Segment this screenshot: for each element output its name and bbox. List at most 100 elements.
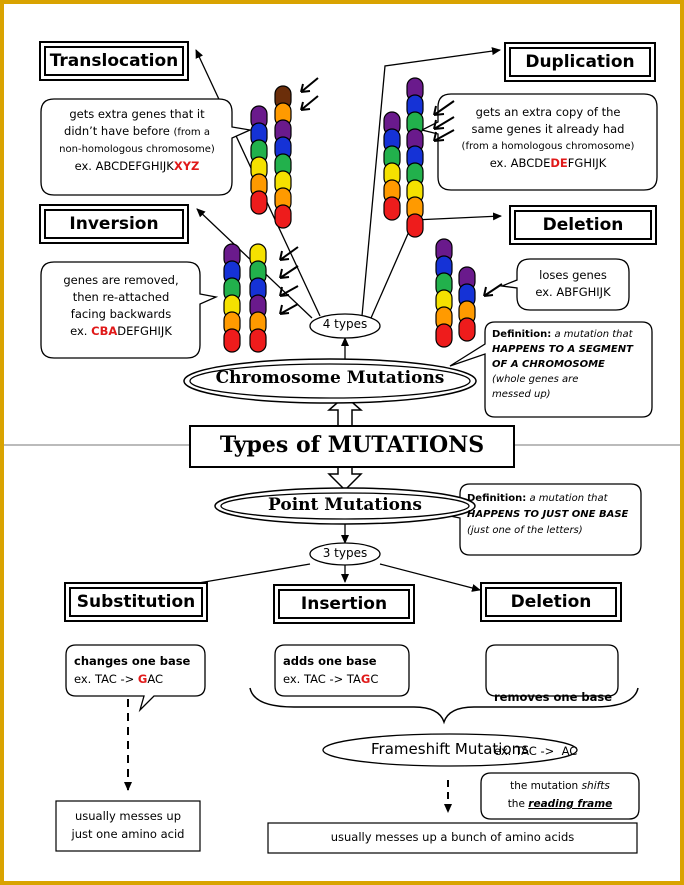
deletion-line1: loses genes bbox=[539, 268, 607, 282]
inversion-title: Inversion bbox=[44, 209, 184, 239]
translocation-arrow-2 bbox=[300, 95, 319, 111]
duplication-chromosome-a bbox=[383, 111, 401, 221]
insertion-bubble bbox=[274, 644, 410, 697]
translocation-bubble bbox=[40, 98, 253, 196]
frameshift-note-line1: the mutation shifts bbox=[510, 780, 610, 792]
translocation-chromosome-a bbox=[250, 105, 268, 215]
inversion-arrow-4 bbox=[279, 303, 299, 315]
connector-layer bbox=[4, 47, 680, 854]
chromosome-definition-line1: Definition: a mutation that bbox=[492, 329, 633, 340]
duplication-line1: gets an extra copy of the bbox=[475, 105, 621, 119]
translocation-chromosome-b-band bbox=[274, 204, 292, 229]
duplication-arrow-3 bbox=[433, 129, 455, 142]
deletion-point-line1: removes one base bbox=[494, 690, 613, 704]
duplication-title: Duplication bbox=[509, 47, 651, 77]
insertion-title-box: Insertion bbox=[273, 584, 415, 624]
deletion-point-text: removes one base ex. TAC -> AC bbox=[494, 652, 618, 778]
chromosome-definition-caps1: HAPPENS TO A SEGMENT bbox=[492, 344, 633, 355]
deletion-point-title-box: Deletion bbox=[480, 582, 622, 622]
translocation-title-box: Translocation bbox=[39, 41, 189, 81]
inversion-line3: facing backwards bbox=[70, 307, 172, 321]
duplication-chromosome-a-band bbox=[383, 196, 401, 221]
substitution-result-line1: usually messes up bbox=[74, 809, 182, 823]
deletion-point-title: Deletion bbox=[485, 587, 617, 617]
insertion-example: ex. TAC -> TAGC bbox=[283, 672, 379, 686]
arrow-to-duplication bbox=[361, 47, 501, 317]
inversion-example: ex. CBADEFGHIJK bbox=[70, 324, 172, 338]
translocation-chromosome-b bbox=[274, 85, 292, 229]
chromosome-definition-bubble bbox=[449, 321, 653, 418]
substitution-title: Substitution bbox=[69, 587, 203, 617]
four-types-ellipse bbox=[309, 313, 381, 339]
translocation-chromosome-a-band bbox=[250, 190, 268, 215]
frameshift-ellipse bbox=[322, 733, 578, 767]
substitution-title-box: Substitution bbox=[64, 582, 208, 622]
translocation-line1: gets extra genes that it bbox=[69, 107, 205, 121]
chromosome-mutations-title: Chromosome Mutations bbox=[215, 368, 445, 388]
inversion-arrow-3 bbox=[279, 285, 299, 297]
substitution-example: ex. TAC -> GAC bbox=[74, 672, 164, 686]
deletion-chromosome-a-band bbox=[435, 323, 453, 348]
point-definition-text: Definition: a mutation that HAPPENS TO J… bbox=[467, 491, 639, 539]
translocation-line3: non-homologous chromosome) bbox=[59, 144, 215, 155]
duplication-chromosome-b bbox=[406, 77, 424, 238]
insertion-text: adds one base ex. TAC -> TAGC bbox=[283, 652, 407, 688]
point-mutations-title: Point Mutations bbox=[268, 495, 422, 515]
inversion-chromosome-b bbox=[249, 243, 267, 353]
chromosome-ellipse-outer bbox=[183, 358, 477, 404]
hollow-down-arrow bbox=[327, 465, 363, 492]
translocation-text: gets extra genes that it didn’t have bef… bbox=[44, 106, 230, 175]
inversion-arrow-1 bbox=[279, 246, 299, 261]
inversion-chromosome-a bbox=[223, 243, 241, 353]
duplication-line2: same genes it already had bbox=[471, 122, 625, 136]
inversion-arrow-2 bbox=[279, 265, 299, 279]
duplication-example: ex. ABCDEDEFGHIJK bbox=[489, 156, 607, 170]
deletion-line2: ex. ABFGHIJK bbox=[535, 285, 611, 299]
frameshift-result-box bbox=[267, 822, 638, 854]
substitution-result-text: usually messes up just one amino acid bbox=[56, 807, 200, 843]
inversion-chromosome-b-band bbox=[249, 328, 267, 353]
deletion-point-bubble bbox=[485, 644, 619, 697]
frameshift-note-line2: the reading frame bbox=[507, 798, 613, 810]
insertion-title: Insertion bbox=[278, 589, 410, 619]
deletion-point-line2: ex. TAC -> AC bbox=[494, 744, 578, 758]
point-definition-caps: HAPPENS TO JUST ONE BASE bbox=[467, 509, 629, 520]
chromosome-definition-note1: (whole genes are bbox=[492, 374, 579, 385]
translocation-arrow-1 bbox=[300, 77, 319, 93]
point-ellipse-outer bbox=[214, 487, 476, 525]
substitution-result-box bbox=[55, 800, 201, 852]
translocation-line2: didn’t have before (from a bbox=[64, 124, 210, 138]
point-ellipse-inner bbox=[220, 492, 470, 520]
duplication-chromosome-b-band bbox=[406, 213, 424, 238]
deletion-title: Deletion bbox=[514, 210, 652, 240]
substitution-bubble bbox=[65, 644, 206, 713]
duplication-title-box: Duplication bbox=[504, 42, 656, 82]
inversion-line2: then re-attached bbox=[72, 290, 170, 304]
arrow-to-deletion-point bbox=[379, 563, 481, 592]
duplication-arrow-1 bbox=[433, 100, 455, 116]
three-types-ellipse bbox=[309, 542, 381, 566]
inversion-text: genes are removed, then re-attached faci… bbox=[44, 272, 198, 340]
chromosome-definition-text: Definition: a mutation that HAPPENS TO A… bbox=[492, 327, 650, 402]
substitution-text: changes one base ex. TAC -> GAC bbox=[74, 652, 204, 688]
substitution-line1: changes one base bbox=[74, 654, 191, 668]
deletion-bubble bbox=[499, 258, 630, 311]
four-types-label: 4 types bbox=[322, 317, 368, 331]
inversion-title-box: Inversion bbox=[39, 204, 189, 244]
deletion-chromosome-a bbox=[435, 238, 453, 348]
frameshift-note-text: the mutation shifts the reading frame bbox=[481, 777, 639, 813]
duplication-arrow-2 bbox=[433, 116, 455, 130]
frameshift-note-bubble bbox=[480, 772, 640, 820]
duplication-text: gets an extra copy of the same genes it … bbox=[440, 104, 656, 172]
frameshift-result-text: usually messes up a bunch of amino acids bbox=[330, 830, 575, 844]
deletion-chromosome-b bbox=[458, 266, 476, 342]
point-definition-note: (just one of the letters) bbox=[467, 525, 583, 536]
frameshift-brace bbox=[249, 687, 639, 725]
chromosome-definition-caps2: OF A CHROMOSOME bbox=[492, 359, 605, 370]
chromosome-arrows bbox=[279, 77, 503, 315]
three-types-label: 3 types bbox=[322, 546, 368, 560]
chromosome-definition-note2: messed up) bbox=[492, 389, 551, 400]
translocation-example: ex. ABCDEFGHIJKXYZ bbox=[74, 159, 200, 173]
duplication-line3: (from a homologous chromosome) bbox=[461, 141, 635, 152]
inversion-bubble bbox=[40, 261, 219, 359]
